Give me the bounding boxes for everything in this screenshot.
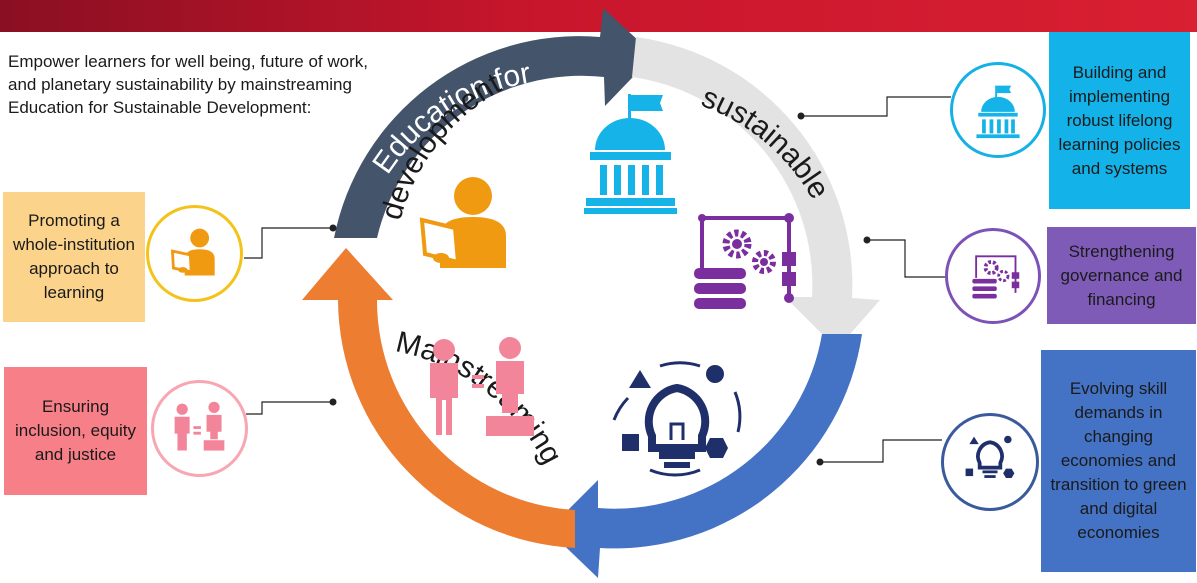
lightbulb-icon	[612, 361, 742, 477]
policies-box: Building and implementing robust lifelon…	[1049, 32, 1190, 209]
connector-dot	[816, 458, 824, 466]
equity-icon	[430, 337, 534, 436]
connector-dot	[329, 224, 337, 232]
segment-dark-blue	[334, 8, 654, 238]
governance-label: Strengthening governance and financing	[1060, 241, 1183, 309]
segment-light-gray	[632, 37, 880, 349]
segment-blue	[548, 334, 862, 578]
intro-text: Empower learners for well being, future …	[8, 52, 368, 117]
whole-institution-label: Promoting a whole-institution approach t…	[13, 211, 135, 302]
governance-icon	[694, 213, 796, 309]
teacher-circle-icon	[146, 205, 243, 302]
inclusion-box: Ensuring inclusion, equity and justice	[4, 367, 147, 495]
building-icon	[584, 94, 677, 214]
segment-orange	[302, 248, 575, 548]
governance-box: Strengthening governance and financing	[1047, 227, 1196, 324]
lightbulb-circle-icon	[941, 413, 1039, 511]
inclusion-label: Ensuring inclusion, equity and justice	[15, 397, 136, 464]
connector-dot	[797, 112, 805, 120]
governance-circle-icon	[945, 228, 1041, 324]
policies-label: Building and implementing robust lifelon…	[1058, 62, 1181, 178]
equity-circle-icon	[151, 380, 248, 477]
connector-dot	[329, 398, 337, 406]
building-circle-icon	[950, 62, 1046, 158]
skills-box: Evolving skill demands in changing econo…	[1041, 350, 1196, 572]
skills-label: Evolving skill demands in changing econo…	[1050, 379, 1187, 542]
top-banner	[0, 0, 1197, 32]
whole-institution-box: Promoting a whole-institution approach t…	[3, 192, 145, 322]
connector-lines	[244, 96, 951, 463]
connector-dot	[863, 236, 871, 244]
teacher-icon	[419, 177, 506, 268]
